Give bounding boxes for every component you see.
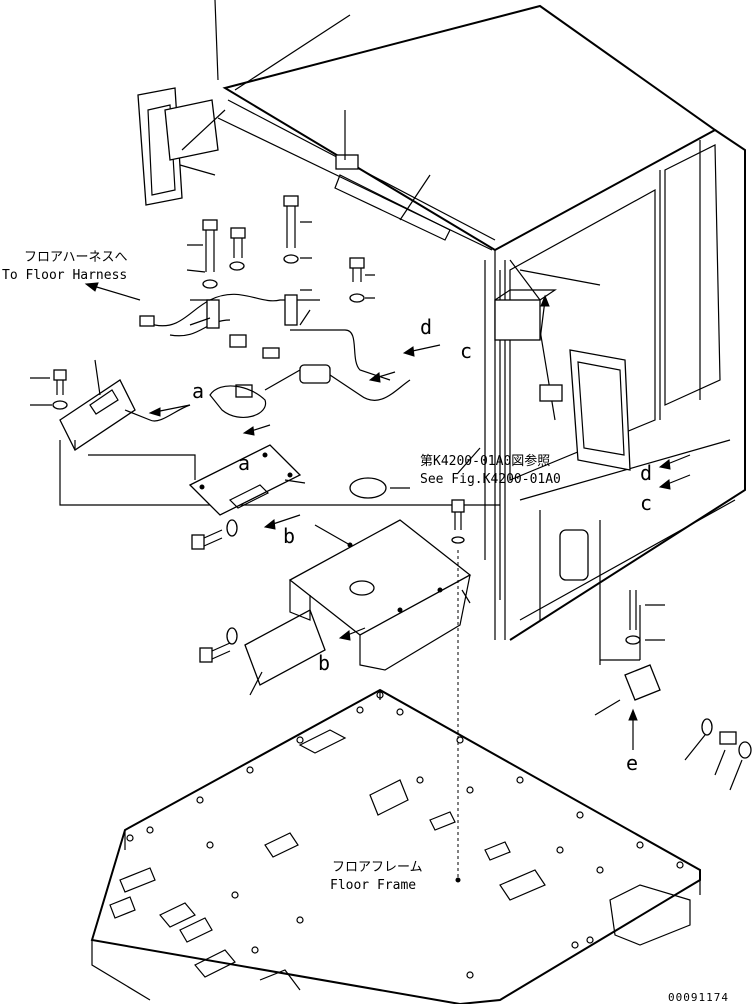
see-fig-label-en: See Fig.K4200-01A0 <box>420 472 561 487</box>
ref-c-1: c <box>460 339 473 363</box>
ref-c-2: c <box>640 491 653 515</box>
reference-arrows <box>84 282 691 750</box>
ref-b-2: b <box>318 651 331 675</box>
bolts-upper <box>186 195 375 326</box>
ref-d-1: d <box>420 315 433 339</box>
cab-assembly <box>214 0 746 641</box>
circuit-board <box>188 444 306 516</box>
bolts-lower-left <box>191 519 238 663</box>
mounting-bracket <box>288 477 472 671</box>
cover-plate <box>244 609 326 696</box>
ref-e: e <box>626 751 639 775</box>
cab-control-box <box>494 259 601 341</box>
to-floor-harness-label-en: To Floor Harness <box>2 268 128 283</box>
mirror-left <box>137 87 226 206</box>
ref-a-2: a <box>238 451 251 475</box>
to-floor-harness-label-jp: フロアハーネスへ <box>24 250 128 265</box>
ref-a-1: a <box>192 379 205 403</box>
mirror-right <box>539 329 631 471</box>
right-bracket <box>594 520 752 791</box>
ref-d-2: d <box>640 461 653 485</box>
floor-frame <box>90 688 701 1004</box>
drawing-id: 00091174 <box>668 991 729 1004</box>
controller-unit <box>30 359 500 506</box>
bolt-center <box>451 499 465 883</box>
floor-frame-label-jp: フロアフレーム <box>332 860 423 875</box>
ref-b-1: b <box>283 524 296 548</box>
see-fig-label-jp: 第K4200-01A0図参照 <box>420 454 551 469</box>
floor-frame-label-en: Floor Frame <box>330 878 417 893</box>
wire-harness <box>139 293 411 419</box>
floor-frame-holes <box>126 691 684 979</box>
